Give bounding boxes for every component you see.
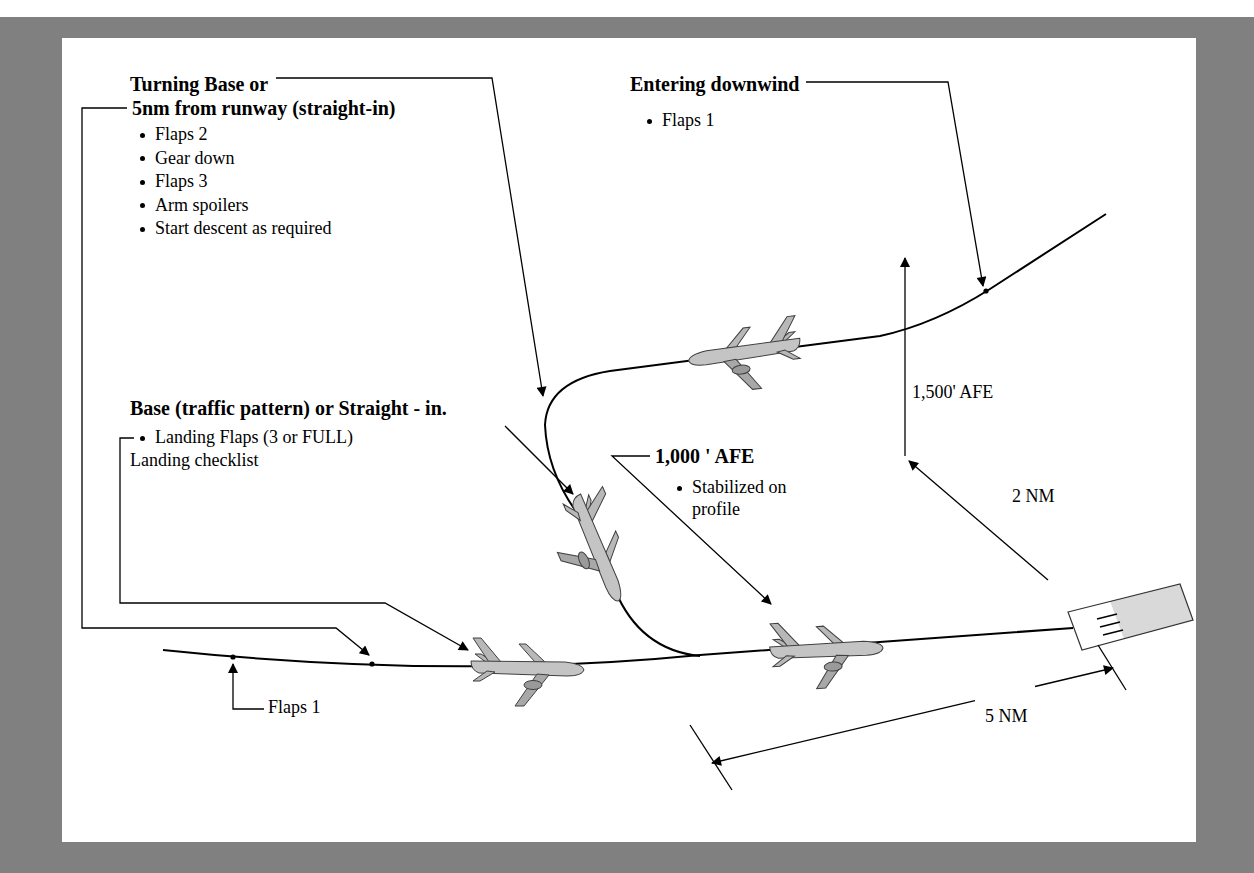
pattern-path [545,214,1106,510]
distance-arrow [909,461,1048,580]
callout-item: Landing Flaps (3 or FULL) [155,427,353,449]
callout-note: Landing checklist [130,450,258,472]
bullet-dot [677,486,682,491]
dimension-tick [690,725,732,790]
leader-line [82,108,369,655]
base-turn-path [615,590,700,656]
callout-item: Flaps 1 [662,110,715,132]
bullet-dot [140,436,145,441]
callout-item: Arm spoilers [155,195,249,217]
altitude-label: 1,500' AFE [912,382,993,404]
distance-label: 2 NM [1012,486,1055,508]
altitude-arrow [904,258,905,456]
airplane [768,616,885,692]
dimension-line [1035,668,1113,687]
top-strip [0,0,1254,17]
bullet-dot [140,203,145,208]
airplane [685,315,805,396]
airplane [471,638,584,706]
bullet-dot [140,156,145,161]
callout-item: Flaps 1 [268,697,321,719]
bullet-dot [140,227,145,232]
altitude-label: 1,000 ' AFE [655,444,754,468]
callout-heading: Entering downwind [630,72,800,96]
leader-line [233,664,264,709]
callout-heading: Turning Base or [130,72,268,96]
leader-line [505,426,573,494]
dimension-line [712,701,975,763]
leader-line [806,82,983,286]
callout-item: Stabilized on profile [692,477,817,520]
runway [1068,584,1193,650]
callout-item: Flaps 2 [155,124,208,146]
bullet-dot [140,133,145,138]
threshold-marks [1097,614,1123,635]
callout-item: Start descent as required [155,218,331,240]
dimension-tick [1098,645,1126,690]
airplane [540,485,648,616]
bullet-dot [140,180,145,185]
callout-heading: 5nm from runway (straight-in) [132,96,396,120]
leader-line [120,438,468,650]
distance-label: 5 NM [985,706,1028,728]
callout-item: Flaps 3 [155,171,208,193]
final-approach-path [163,628,1073,666]
runway-threshold [1068,601,1124,650]
bullet-dot [647,119,652,124]
runway-outline [1068,584,1193,650]
white-panel [62,38,1196,842]
path-point [369,661,374,666]
callout-heading: Base (traffic pattern) or Straight - in. [130,396,447,420]
callout-item: Gear down [155,148,234,170]
path-point [230,654,235,659]
path-point [983,288,988,293]
